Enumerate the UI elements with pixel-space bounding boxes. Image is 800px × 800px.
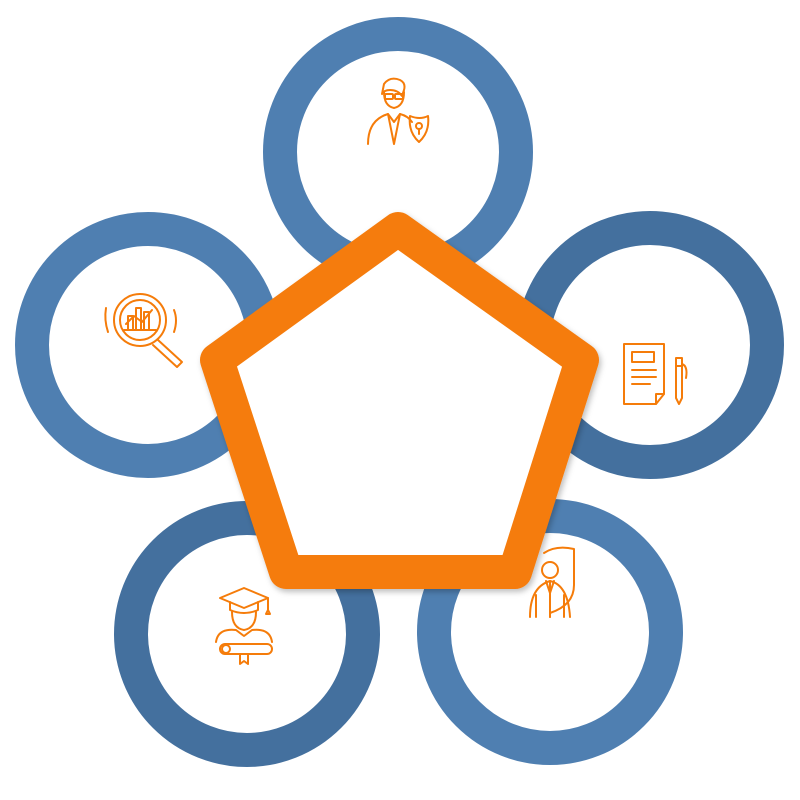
- central-pentagon: [200, 212, 599, 589]
- chart-magnifier-icon: [104, 293, 183, 368]
- document-pen-icon: [623, 343, 688, 405]
- businessman-award-icon: [529, 546, 575, 618]
- ring-bottom-left: [114, 501, 380, 767]
- security-officer-shield-icon: [367, 77, 430, 145]
- graduate-diploma-icon: [215, 587, 273, 665]
